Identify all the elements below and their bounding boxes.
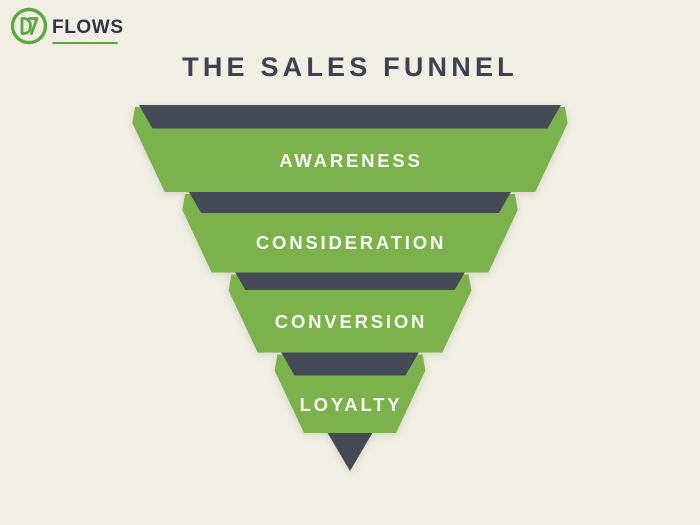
funnel-label-loyalty: LOYALTY bbox=[300, 394, 403, 415]
page-title: THE SALES FUNNEL bbox=[182, 52, 518, 82]
funnel-tier-conversion-ribbon bbox=[228, 274, 472, 353]
logo-brand-text: FLOWS bbox=[52, 16, 124, 38]
funnel-dark-band-1 bbox=[139, 105, 561, 129]
funnel-label-consideration: CONSIDERATION bbox=[256, 232, 446, 253]
funnel-label-awareness: AWARENESS bbox=[279, 150, 422, 171]
funnel-label-conversion: CONVERSION bbox=[275, 311, 427, 332]
funnel-dark-band-2 bbox=[189, 192, 511, 213]
funnel-tier-consideration-ribbon bbox=[182, 194, 518, 273]
funnel-dark-band-4 bbox=[281, 352, 419, 376]
funnel-dark-band-3 bbox=[235, 272, 465, 290]
funnel-spike bbox=[327, 433, 373, 471]
logo: FLOWS bbox=[8, 5, 124, 47]
d7-monogram-icon bbox=[10, 7, 48, 45]
logo-underline bbox=[52, 41, 118, 44]
